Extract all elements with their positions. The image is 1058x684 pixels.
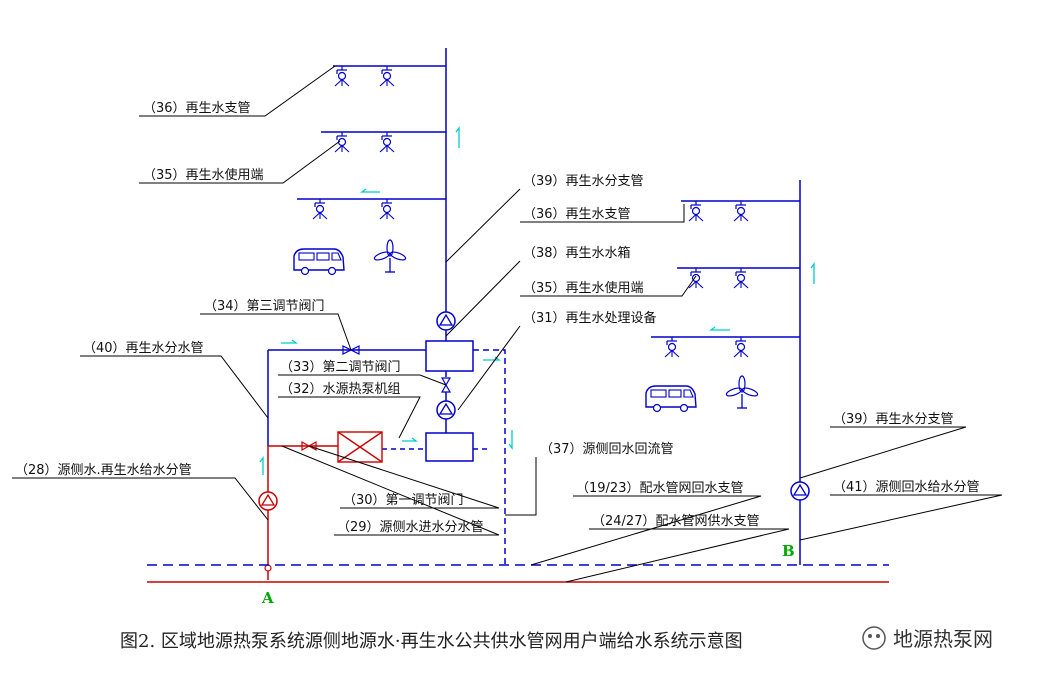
- valve-icon-30: [301, 440, 317, 452]
- label-36-right: （36）再生水支管: [523, 207, 631, 222]
- pump-icon-right: [790, 481, 810, 501]
- left-sprinklers: [312, 65, 395, 220]
- label-39-right: （39）再生水分支管: [833, 412, 954, 427]
- point-a-label: A: [261, 589, 274, 607]
- right-building-pipes: [651, 180, 801, 565]
- label-41: （41）源侧回水给水分管: [833, 480, 980, 495]
- label-39-mid: （39）再生水分支管: [523, 174, 644, 189]
- valve-icon-33: [440, 377, 452, 393]
- label-29: （29）源侧水进水分水管: [337, 520, 484, 535]
- pump-icon-2: [436, 400, 456, 420]
- pump-icon-source: [258, 491, 278, 511]
- valve-icon-34: [342, 345, 360, 355]
- label-40: （40）再生水分水管: [83, 341, 204, 356]
- source-pipes: [147, 445, 889, 583]
- fan-icon: [372, 239, 408, 273]
- pump-icon: [436, 311, 456, 331]
- figure-caption: 图2. 区域地源热泵系统源侧地源水·再生水公共供水管网用户端给水系统示意图: [120, 631, 743, 652]
- label-32: （32）水源热泵机组: [280, 382, 401, 397]
- flow-arrows: [259, 126, 815, 475]
- label-33: （33）第二调节阀门: [280, 360, 401, 375]
- watermark-text: 地源热泵网: [893, 627, 993, 651]
- tank-icon: [425, 340, 474, 372]
- label-34: （34）第三调节阀门: [204, 299, 325, 314]
- vehicle-icon: [293, 248, 345, 276]
- point-b-label: B: [782, 542, 795, 560]
- vehicle-icon-right: [645, 385, 697, 413]
- label-30: （30）第一调节阀门: [343, 493, 464, 508]
- right-sprinklers: [664, 200, 749, 358]
- label-36-top: （36）再生水支管: [143, 101, 251, 116]
- label-35-right: （35）再生水使用端: [523, 280, 644, 296]
- heat-pump-icon: [337, 431, 383, 463]
- label-38: （38）再生水水箱: [523, 245, 631, 261]
- junction-a: [264, 564, 272, 572]
- label-31: （31）再生水处理设备: [523, 310, 657, 326]
- watermark: 地源热泵网: [858, 622, 1028, 654]
- treatment-equipment: [425, 432, 474, 462]
- label-24-27: （24/27）配水管网供水支管: [592, 514, 759, 529]
- label-19-23: （19/23）配水管网回水支管: [576, 481, 743, 496]
- label-28: （28）源侧水.再生水给水分管: [15, 463, 192, 478]
- leader-lines: [12, 65, 1003, 583]
- label-37: （37）源侧回水回流管: [540, 442, 674, 457]
- label-35-top: （35）再生水使用端: [143, 167, 264, 183]
- fan-icon-right: [724, 375, 760, 409]
